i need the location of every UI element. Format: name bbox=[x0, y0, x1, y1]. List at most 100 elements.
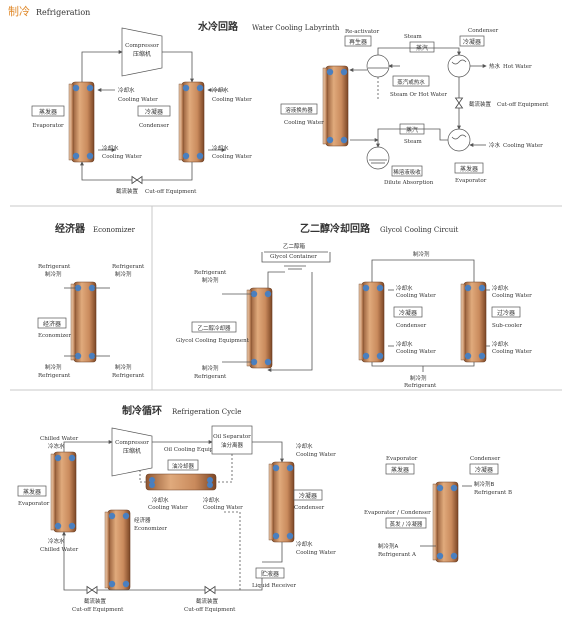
eco-ref-tl-cn: 制冷剂 bbox=[45, 270, 62, 278]
glycol-subcooler-hx bbox=[460, 281, 487, 363]
condenser2-vessel bbox=[447, 54, 471, 78]
s6-ref-b-en: Refrigerant B bbox=[474, 490, 512, 496]
reactivator-en: Re-activator bbox=[345, 29, 379, 35]
cond-cw-top-cn: 冷却水 bbox=[212, 86, 229, 94]
evaporator2-vessel bbox=[447, 128, 471, 152]
gc-cond-cn: 冷凝器 bbox=[399, 309, 417, 317]
gc-cw-tr-cn: 冷却水 bbox=[492, 284, 509, 292]
cycle-condenser-hx bbox=[268, 461, 295, 543]
s3-title-cn: 经济器 bbox=[55, 222, 86, 235]
cycle-evap-cn: 蒸发器 bbox=[23, 488, 41, 496]
glycol-ref-top-en: Refrigerant bbox=[194, 270, 227, 276]
condenser2-en: Condenser bbox=[468, 28, 498, 34]
condenser2-cn: 冷凝器 bbox=[463, 38, 481, 46]
steam-top-box bbox=[409, 41, 435, 53]
s4-title-cn: 乙二醇冷却回路 bbox=[300, 222, 371, 235]
evaporator2-coil bbox=[451, 134, 467, 140]
glycol-container-en: Glycol Container bbox=[270, 254, 317, 260]
condenser-label-box bbox=[137, 105, 171, 117]
compressor-label-cn: 压缩机 bbox=[133, 50, 151, 58]
evap-cw-bottom-en: Cooling Water bbox=[102, 154, 142, 160]
oil-cw-right-cn: 冷却水 bbox=[203, 496, 220, 504]
eco-box-cn: 经济器 bbox=[43, 320, 61, 328]
cycle-cond-en: Condenser bbox=[294, 505, 324, 511]
cold-water-cn: 冷水 bbox=[489, 141, 501, 149]
oil-cw-left-en: Cooling Water bbox=[148, 505, 188, 511]
gc-ref-bottom-cn: 制冷剂 bbox=[410, 374, 427, 382]
gc-sub-cn: 过冷器 bbox=[497, 309, 515, 317]
s6-evap-box bbox=[385, 463, 415, 475]
s5-title-en: Refrigeration Cycle bbox=[172, 408, 241, 416]
chilled-bottom-cn: 冷冻水 bbox=[48, 537, 65, 545]
gc-cw-br-cn: 冷却水 bbox=[492, 340, 509, 348]
steam-mid-cn: 蒸汽 bbox=[406, 126, 418, 134]
page-header: 制冷 Refrigeration bbox=[8, 5, 90, 18]
cycle-pipe-evap-comp bbox=[63, 440, 113, 452]
glycol-pipe-top bbox=[371, 259, 475, 282]
glycol-container-cn: 乙二醇箱 bbox=[283, 242, 306, 250]
dilute-box bbox=[391, 165, 423, 177]
gc-cw-tl-cn: 冷却水 bbox=[396, 284, 413, 292]
glycol-cooler-box bbox=[191, 321, 237, 333]
glycol-ref-bottom-cn: 制冷剂 bbox=[202, 364, 219, 372]
cutoff-4-cn: 截流装置 bbox=[196, 597, 219, 605]
s6-ec-en: Evaporator / Condenser bbox=[364, 510, 431, 516]
cycle-cond-cn: 冷凝器 bbox=[299, 492, 317, 500]
eco-ref-bl-cn: 制冷剂 bbox=[45, 363, 62, 371]
cycle-eco-cn: 经济器 bbox=[134, 516, 151, 524]
s1-title-cn: 水冷回路 bbox=[197, 20, 239, 33]
compressor bbox=[121, 27, 163, 77]
s6-cond-cn: 冷凝器 bbox=[475, 466, 493, 474]
glycol-ref-top-cn: 制冷剂 bbox=[202, 276, 219, 284]
regenerator-vessel bbox=[366, 54, 390, 78]
pipe-steam-top bbox=[377, 47, 461, 56]
cycle-compressor-cn: 压缩机 bbox=[123, 447, 141, 455]
dilute-cn: 稀溶液吸收 bbox=[393, 168, 421, 176]
receiver-en: Liquid Receiver bbox=[252, 583, 296, 589]
oil-cooling-cn: 油冷却器 bbox=[172, 462, 195, 470]
evaporator-label-en: Evaporator bbox=[32, 123, 64, 129]
cycle-cw-top-en: Cooling Water bbox=[296, 452, 336, 458]
cycle-eco-en: Economizer bbox=[134, 526, 167, 532]
gc-cond-box bbox=[393, 306, 423, 318]
glycol-cooler-en: Glycol Cooling Equipment bbox=[176, 338, 250, 344]
cutoff-2-cn: 截流装置 bbox=[469, 100, 492, 108]
steam-hot-en: Steam Or Hot Water bbox=[390, 92, 447, 98]
s4-title-en: Glycol Cooling Circuit bbox=[380, 226, 458, 234]
water-cooling-circuit: 水冷回路 Water Cooling Labyrinth Compressor … bbox=[31, 20, 340, 195]
eco-ref-br-en: Refrigerant bbox=[112, 373, 145, 379]
s6-ref-b-cn: 制冷剂B bbox=[474, 480, 495, 488]
cold-water-en: Cooling Water bbox=[503, 143, 543, 149]
cutoff-3-cn: 截流装置 bbox=[84, 597, 107, 605]
oil-pipe-sep-cooler bbox=[216, 454, 233, 483]
evaporator-label-cn: 蒸发器 bbox=[39, 108, 57, 116]
solution-hx-en: Cooling Water bbox=[284, 120, 324, 126]
condenser2-coil bbox=[451, 59, 467, 65]
evap-cw-bottom-cn: 冷却水 bbox=[102, 144, 119, 152]
chilled-top-en: Chilled Water bbox=[40, 436, 78, 442]
steam-mid-en: Steam bbox=[404, 139, 423, 145]
page-title-cn: 制冷 bbox=[8, 5, 30, 18]
steam-hot-cn: 蒸汽或热水 bbox=[397, 78, 425, 86]
evap-cw-top-cn: 冷却水 bbox=[118, 86, 135, 94]
s6-ref-a-cn: 制冷剂A bbox=[378, 542, 399, 550]
eco-box-en: Economizer bbox=[38, 333, 71, 339]
refrigeration-cycle-section: 制冷循环 Refrigeration Cycle Chilled Water 冷… bbox=[17, 404, 336, 613]
oil-cooling-en: Oil Cooling Equipment bbox=[164, 447, 228, 453]
cycle-compressor-en: Compressor bbox=[115, 440, 149, 446]
pipe-evap-absorber bbox=[376, 128, 459, 148]
eco-ref-tr-cn: 制冷剂 bbox=[115, 270, 132, 278]
oil-cw-right-en: Cooling Water bbox=[203, 505, 243, 511]
gc-cw-bl-en: Cooling Water bbox=[396, 349, 436, 355]
glycol-pipe-bottom bbox=[371, 362, 475, 367]
cycle-pipe-cond-recv bbox=[262, 542, 283, 563]
s6-ec-cn: 蒸发 / 冷凝器 bbox=[390, 520, 423, 528]
receiver-box bbox=[255, 567, 285, 579]
oil-sep-cn: 油分离器 bbox=[221, 441, 244, 449]
condenser-label-en: Condenser bbox=[139, 123, 169, 129]
s5-title-cn: 制冷循环 bbox=[122, 404, 162, 417]
regenerator-cn: 再生器 bbox=[349, 38, 367, 46]
condenser-hx bbox=[178, 81, 205, 163]
solution-hx-box bbox=[280, 103, 318, 115]
